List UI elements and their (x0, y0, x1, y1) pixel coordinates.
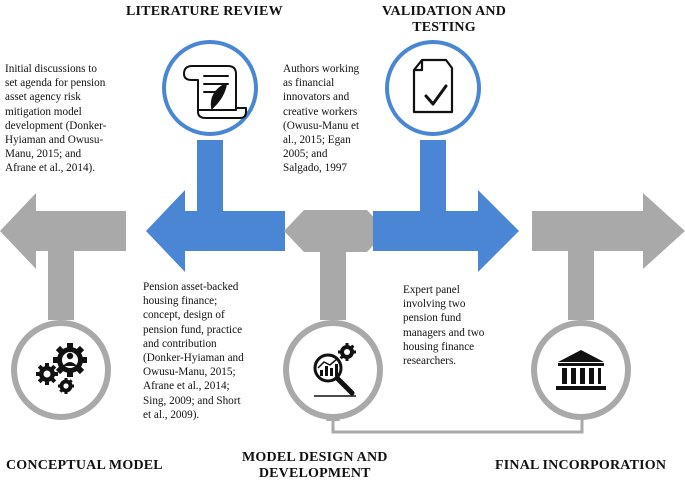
text-line: pension fund, practice (143, 323, 243, 336)
text-line: as financial (283, 77, 335, 90)
model-design-title-line-2: DEVELOPMENT (258, 466, 371, 481)
text-line: Salgado, 1997 (283, 162, 348, 175)
text-line: (Donker-Hyiaman and (143, 352, 244, 365)
final-incorporation-title: FINAL INCORPORATION (495, 458, 667, 473)
text-line: housing finance; (143, 295, 218, 308)
text-line: et al., 2009). (143, 408, 200, 421)
text-line: concept, design of (143, 309, 225, 322)
text-line: Pension asset-backed (143, 281, 239, 293)
final-stem (568, 250, 594, 320)
model-design-title-line-1: MODEL DESIGN AND (242, 450, 388, 465)
text-line: (Owusu-Manu et (283, 119, 360, 132)
document-checkmark-icon (412, 58, 454, 114)
grey-left-arrow (0, 193, 126, 269)
text-line: Initial discussions to (5, 63, 97, 75)
literature-stem (197, 140, 223, 212)
text-line: asset agency risk (5, 91, 81, 104)
text-line: set agenda for pension (5, 77, 106, 90)
text-line: Owusu-Manu, 2015; (143, 366, 236, 379)
text-line: al., 2015; Egan (283, 134, 351, 147)
feedback-arrow-line (331, 414, 584, 434)
text-line: mitigation model (5, 105, 82, 118)
conceptual-model-title: CONCEPTUAL MODEL (6, 458, 163, 473)
validation-stem (420, 140, 446, 212)
design-stem (320, 250, 346, 320)
magnifier-chart-gear-icon (313, 343, 356, 397)
text-line: and contribution (143, 337, 217, 350)
text-line: pension fund (403, 312, 462, 325)
expert-panel-text: Expert panel involving two pension fund … (403, 283, 484, 368)
conceptual-stem (48, 250, 74, 320)
model-design-title: MODEL DESIGN AND DEVELOPMENT (242, 450, 388, 482)
validation-testing-title: VALIDATION AND TESTING (382, 4, 506, 36)
institution-building-icon (556, 350, 606, 390)
text-line: Expert panel (403, 284, 460, 296)
validation-testing-title-line-1: VALIDATION AND (382, 4, 507, 19)
text-line: managers and two (403, 326, 485, 339)
initial-discussions-text: Initial discussions to set agenda for pe… (5, 62, 106, 176)
text-line: Manu, 2015; and (5, 148, 82, 161)
text-line: housing finance (403, 340, 475, 353)
scroll-quill-icon (183, 65, 247, 119)
text-line: innovators and (283, 91, 350, 104)
text-line: researchers. (403, 355, 457, 368)
text-line: creative workers (283, 105, 358, 118)
blue-left-arrow (146, 190, 285, 272)
grey-right-arrow (532, 193, 685, 269)
validation-circle (385, 40, 481, 136)
text-line: 2005; and (283, 148, 328, 161)
literature-circle (162, 40, 258, 136)
validation-testing-title-line-2: TESTING (412, 20, 476, 35)
text-line: Hyiaman and Owusu- (5, 134, 104, 147)
text-line: Afrane et al., 2014). (5, 162, 96, 175)
blue-right-arrow (373, 190, 519, 272)
authors-working-text: Authors working as financial innovators … (283, 62, 359, 176)
text-line: involving two (403, 298, 466, 311)
pension-housing-text: Pension asset-backed housing finance; co… (143, 280, 244, 422)
gears-person-icon (36, 343, 87, 394)
text-line: Afrane et al., 2014; (143, 380, 230, 393)
text-line: Sing, 2009; and Short (143, 394, 241, 407)
literature-review-title: LITERATURE REVIEW (126, 4, 283, 19)
grey-center-hexagon (284, 210, 387, 252)
text-line: development (Donker- (5, 119, 107, 132)
text-line: Authors working (283, 63, 360, 75)
